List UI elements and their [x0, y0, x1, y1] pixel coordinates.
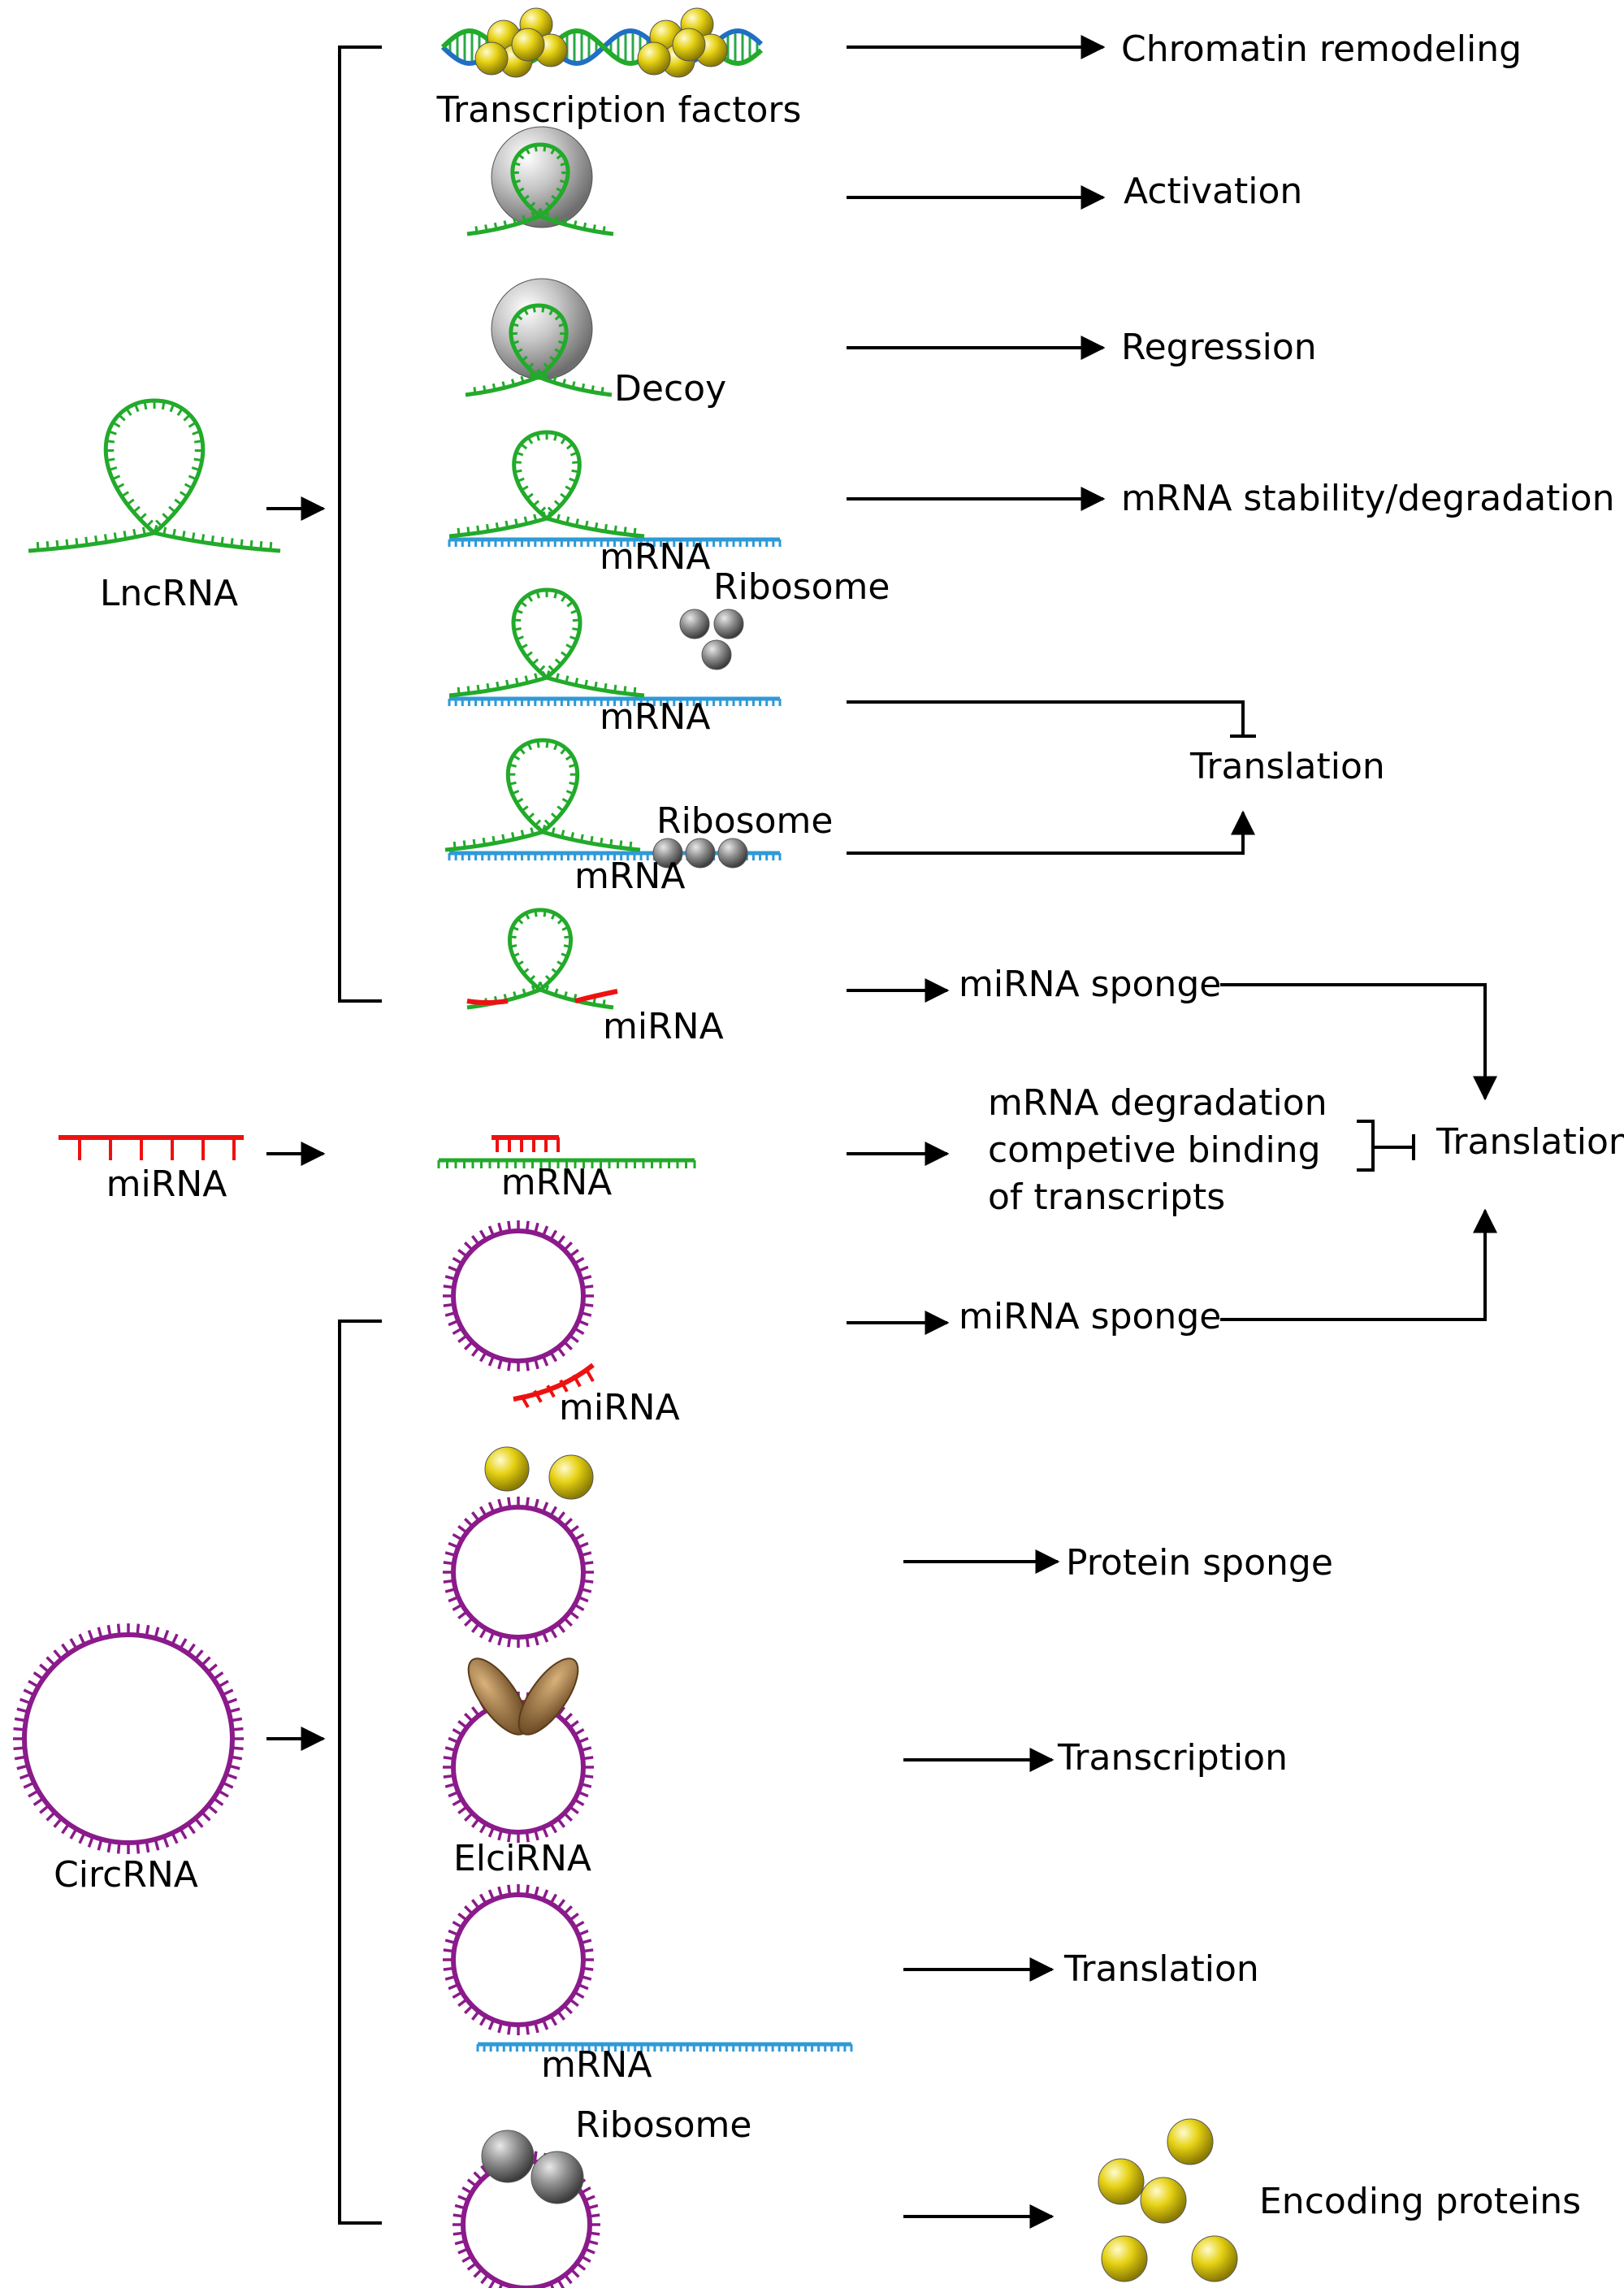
mrna-stability-label: mRNA stability/degradation	[1121, 478, 1614, 519]
elcirna-label: ElciRNA	[453, 1838, 591, 1879]
promote-translation-line	[847, 810, 1255, 855]
lncrna-translation-block-icon	[448, 587, 782, 706]
ribosome-circ-label: Ribosome	[575, 2104, 751, 2146]
mirna-sponge-lnc-label: miRNA sponge	[959, 964, 1221, 1005]
lncrna-loop-icon	[28, 398, 281, 553]
circrna-encoding-icon	[453, 2130, 600, 2288]
mirna-source-label: miRNA	[106, 1164, 227, 1205]
degradation-bracket	[1357, 1120, 1414, 1172]
dna-helix-icon	[440, 7, 764, 78]
circrna-bracket	[338, 1320, 382, 2225]
lncrna-bracket	[338, 46, 382, 1003]
lncrna-label: LncRNA	[100, 573, 238, 614]
mrna-label-3: mRNA	[574, 856, 685, 897]
transcription-label: Transcription	[1057, 1737, 1288, 1779]
mrna-label-1: mRNA	[600, 536, 710, 578]
mirna-mrna-icon	[437, 1135, 696, 1168]
ribosome-label-2: Ribosome	[656, 800, 833, 842]
sponge-circ-to-translation	[1220, 1208, 1497, 1321]
mrna-circ-label: mRNA	[541, 2044, 652, 2086]
lncrna-mrna-stability-icon	[448, 430, 782, 547]
protein-sponge-label: Protein sponge	[1066, 1542, 1333, 1584]
decoy-sphere-icon	[466, 126, 614, 236]
circrna-ring-icon	[13, 1623, 244, 1854]
mrna-degradation-line-1: mRNA degradation	[988, 1082, 1327, 1124]
inhibit-translation-line	[847, 700, 1245, 736]
decoy-label: Decoy	[614, 368, 726, 410]
translation-lnc-label: Translation	[1189, 746, 1385, 787]
circrna-label: CircRNA	[54, 1854, 198, 1896]
translation-circ-label: Translation	[1063, 1948, 1259, 1990]
transcription-factors-label: Transcription factors	[436, 89, 802, 131]
mirna-sponge-circ-label: miRNA sponge	[959, 1296, 1221, 1337]
mirna-circ-label: miRNA	[559, 1387, 680, 1428]
mrna-degradation-line-3: of transcripts	[988, 1176, 1225, 1218]
protein-ball-icon	[1098, 2118, 1238, 2282]
chromatin-remodeling-label: Chromatin remodeling	[1121, 28, 1522, 70]
mirna-comb-icon	[58, 1135, 244, 1160]
lncrna-translation-promote-icon	[444, 738, 782, 869]
decoy-icon	[465, 278, 613, 397]
translation-main-label: Translation	[1436, 1121, 1624, 1163]
ribosome-label-1: Ribosome	[713, 566, 890, 608]
elci-polymerase-icon	[443, 1658, 594, 1843]
encoding-proteins-label: Encoding proteins	[1259, 2181, 1581, 2222]
lncrna-mirna-sponge-icon	[466, 908, 618, 1010]
circrna-mirna-sponge-icon	[443, 1220, 595, 1408]
mrna-degradation-line-2: competive binding	[988, 1129, 1321, 1171]
sponge-lnc-to-translation	[1220, 983, 1497, 1101]
circrna-protein-sponge-icon	[443, 1446, 594, 1648]
mirna-lnc-label: miRNA	[603, 1006, 724, 1047]
circrna-translation-icon	[443, 1884, 853, 2052]
mrna-mirna-label: mRNA	[501, 1162, 612, 1203]
mrna-label-2: mRNA	[600, 696, 710, 738]
regression-label: Regression	[1121, 327, 1317, 368]
activation-label: Activation	[1124, 171, 1302, 212]
